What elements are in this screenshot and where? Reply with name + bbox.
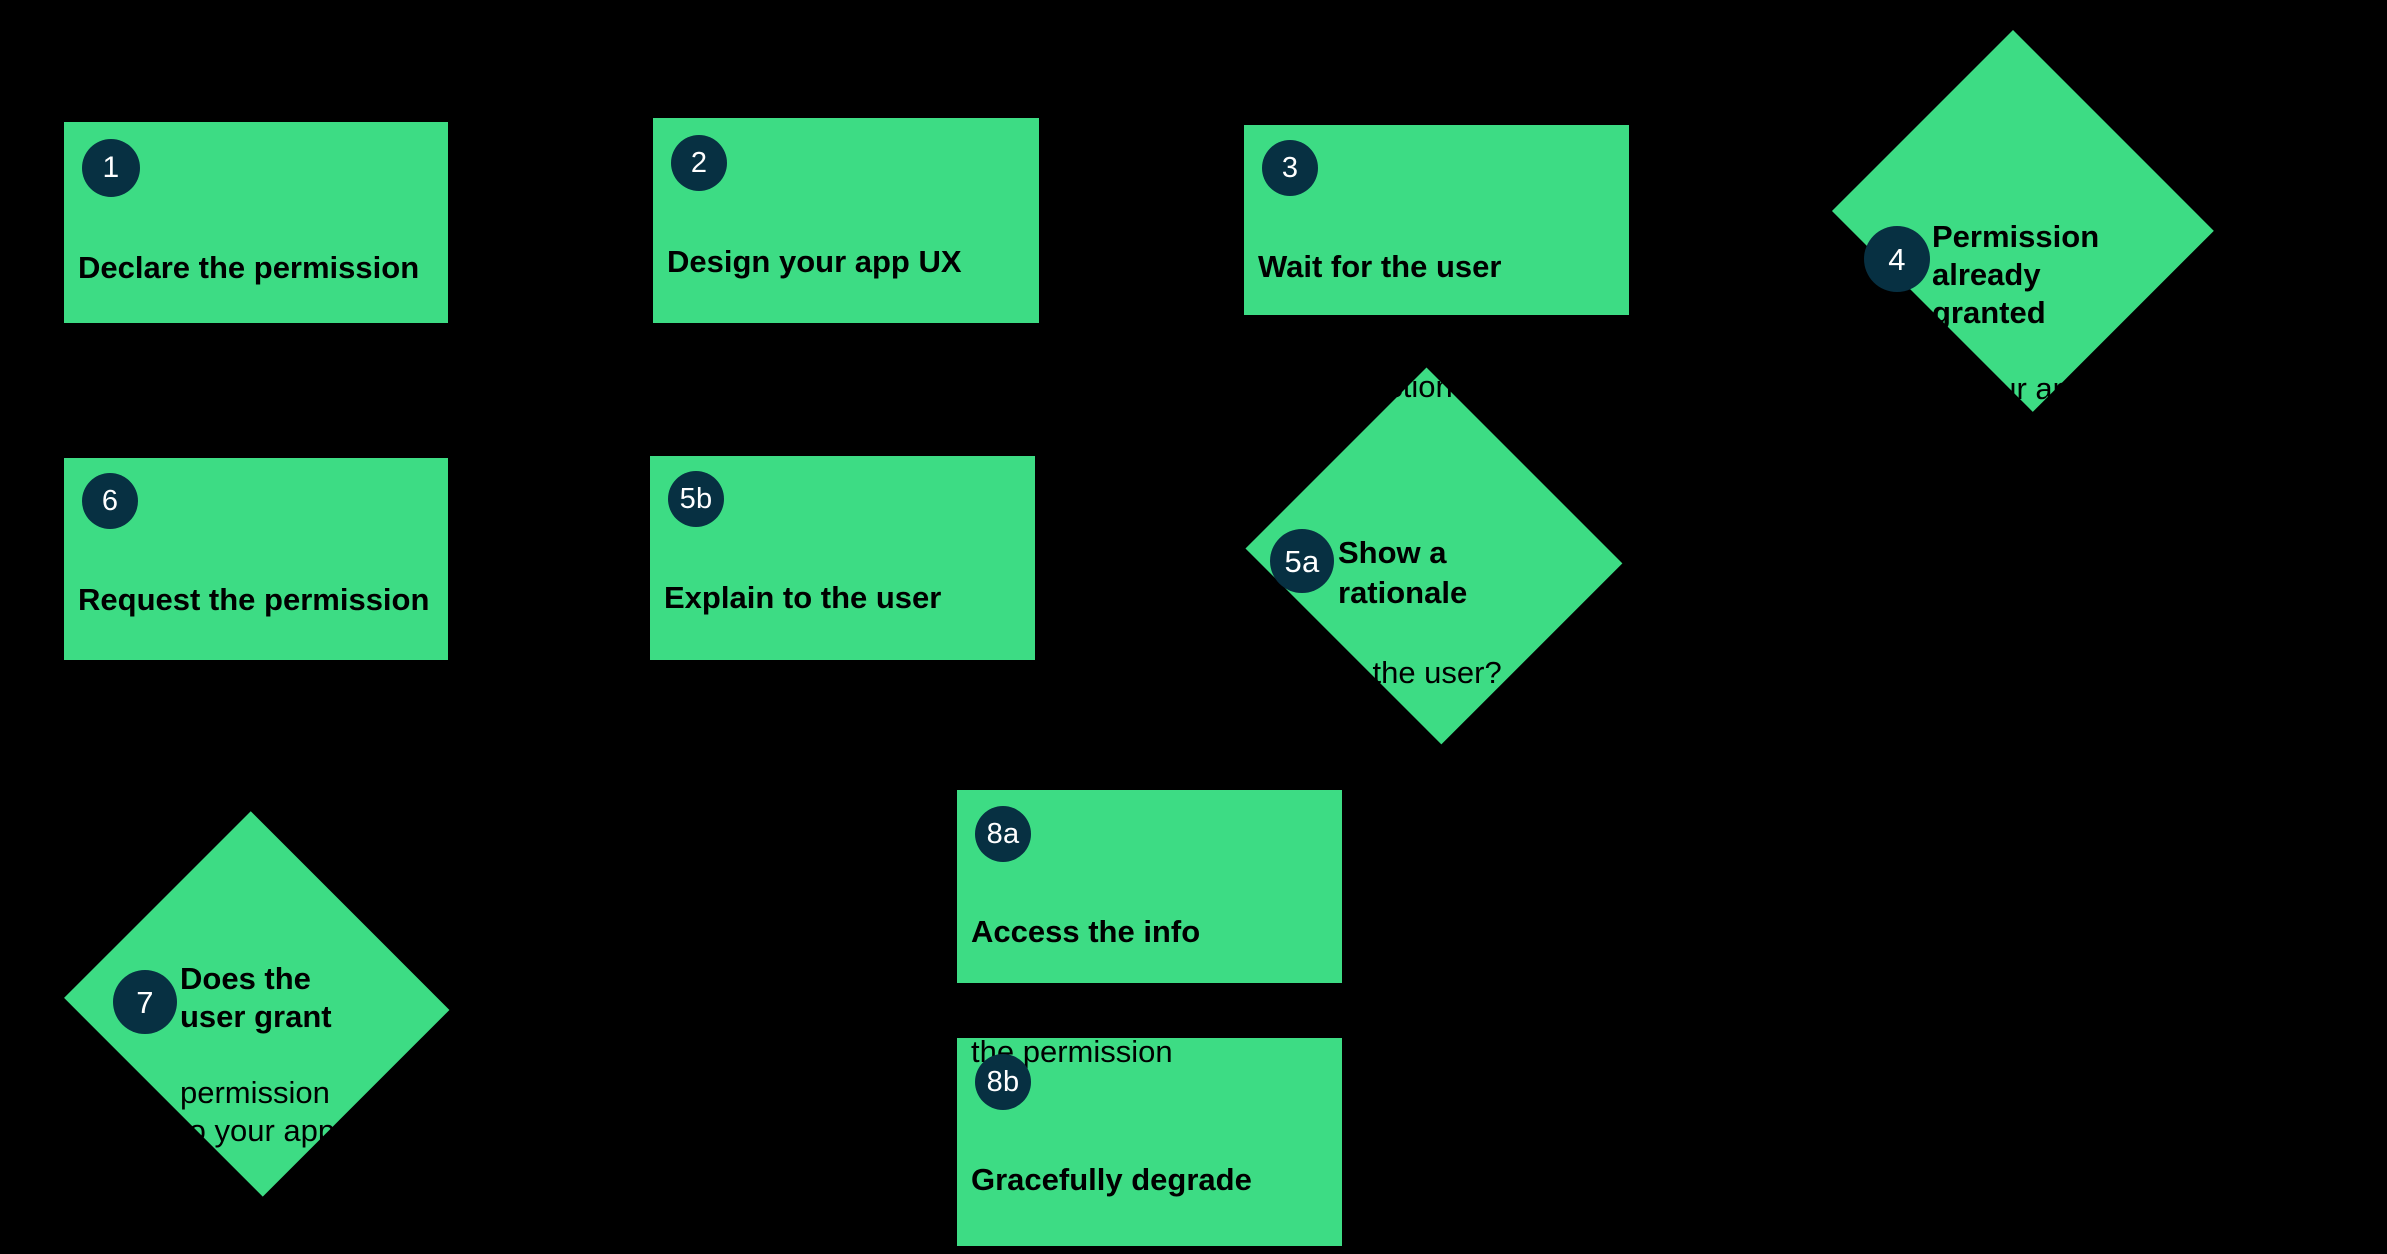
flow-node-1-title: Declare the permission <box>78 250 420 285</box>
flow-node-3-label: Wait for the user to request a specific … <box>1258 207 1501 447</box>
step-badge-5b: 5b <box>668 471 724 527</box>
flow-node-6-label: Request the permission to show the syste… <box>78 540 429 780</box>
flow-node-6-title: Request the permission <box>78 582 430 617</box>
flow-node-7[interactable]: 7 Does the user grant permission to your… <box>58 810 456 1197</box>
step-badge-5a: 5a <box>1270 529 1334 593</box>
flow-node-7-subtitle: permission to your app? <box>180 1075 353 1148</box>
flow-node-6[interactable]: 6 Request the permission to show the sys… <box>64 458 448 737</box>
flow-node-1[interactable]: 1 Declare the permission in your app’s m… <box>64 122 448 365</box>
flow-node-8a-subtitle: that’s protected by the permission <box>971 994 1224 1069</box>
step-badge-8b: 8b <box>975 1054 1031 1110</box>
flow-node-2-subtitle: to be self-explanatory <box>667 324 964 359</box>
flow-node-7-title: Does the user grant <box>180 961 332 1034</box>
flow-node-5a-label: Show a rationale to the user? <box>1338 493 1502 733</box>
flow-node-2[interactable]: 2 Design your app UX to be self-explanat… <box>653 118 1039 359</box>
flow-node-1-subtitle: in your app’s manifest file <box>78 330 428 365</box>
flow-node-6-subtitle: to show the system dialog <box>78 662 268 737</box>
flow-node-8b-subtitle: your app’s experience <box>971 1240 1274 1254</box>
step-badge-6: 6 <box>82 473 138 529</box>
step-badge-1: 1 <box>82 139 140 197</box>
step-badge-8a: 8a <box>975 806 1031 862</box>
flow-node-8a[interactable]: 8a Access the info that’s protected by t… <box>957 790 1342 1069</box>
step-badge-7: 7 <box>113 970 177 1034</box>
flow-node-5b[interactable]: 5b Explain to the user why your app need… <box>650 456 1035 735</box>
flow-node-4[interactable]: 4 Permission already granted to your app… <box>1822 30 2224 412</box>
flow-node-8b-title: Gracefully degrade <box>971 1162 1252 1197</box>
step-badge-2: 2 <box>671 135 727 191</box>
flow-node-5a[interactable]: 5a Show a rationale to the user? <box>1238 367 1630 745</box>
flow-node-4-subtitle: to your app? <box>1932 371 2105 406</box>
flow-node-3-subtitle: to request a specific action <box>1258 329 1453 404</box>
flow-node-4-title: Permission already granted <box>1932 219 2100 330</box>
flow-node-1-label: Declare the permission in your app’s man… <box>78 208 427 408</box>
flow-node-2-title: Design your app UX <box>667 244 962 279</box>
flow-node-5b-label: Explain to the user why your app needs t… <box>664 538 941 778</box>
flow-node-3[interactable]: 3 Wait for the user to request a specifi… <box>1244 125 1629 404</box>
step-badge-3: 3 <box>1262 140 1318 196</box>
flow-node-3-title: Wait for the user <box>1258 249 1502 284</box>
step-badge-4: 4 <box>1864 226 1930 292</box>
flow-node-8b-label: Gracefully degrade your app’s experience <box>971 1120 1274 1254</box>
flow-node-8b[interactable]: 8b Gracefully degrade your app’s experie… <box>957 1038 1342 1254</box>
flow-node-8a-label: Access the info that’s protected by the … <box>971 872 1224 1112</box>
flow-node-4-label: Permission already granted to your app? <box>1932 180 2104 446</box>
flow-node-5a-title: Show a rationale <box>1338 535 1468 610</box>
flow-node-5a-subtitle: to the user? <box>1338 655 1502 690</box>
flow-node-7-label: Does the user grant permission to your a… <box>180 922 352 1188</box>
flow-node-8a-title: Access the info <box>971 914 1201 949</box>
flow-node-5b-title: Explain to the user <box>664 580 942 615</box>
flow-node-2-label: Design your app UX to be self-explanator… <box>667 202 963 402</box>
flow-node-5b-subtitle: why your app needs this permission <box>664 660 942 735</box>
